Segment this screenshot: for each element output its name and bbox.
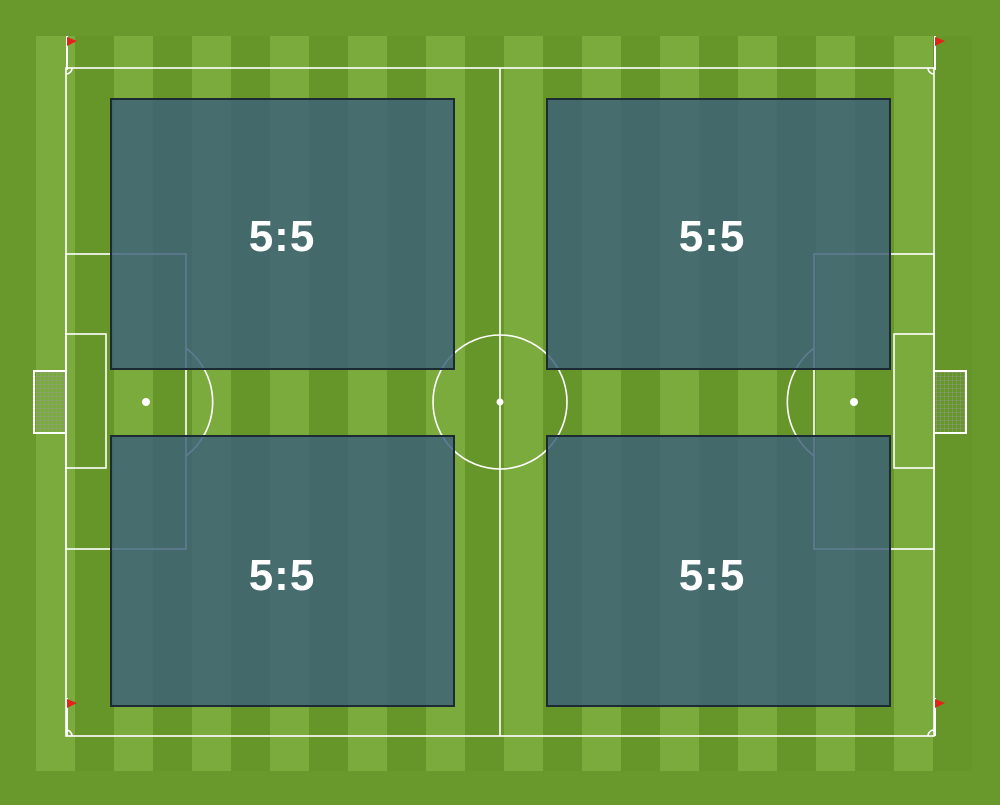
grass-stripe	[75, 36, 115, 771]
corner-arc-top-right	[927, 67, 935, 75]
goal-net-left	[33, 370, 67, 434]
zone-top-right: 5:5	[546, 98, 891, 370]
goal-net-right	[933, 370, 967, 434]
zone-label: 5:5	[249, 551, 316, 600]
grass-stripe	[894, 36, 934, 771]
zone-label: 5:5	[249, 212, 316, 261]
zone-label: 5:5	[679, 551, 746, 600]
corner-arc-top-left	[65, 67, 73, 75]
goal-left	[33, 370, 67, 434]
flag-icon	[66, 36, 77, 70]
goal-right	[933, 370, 967, 434]
penalty-spot-right	[850, 398, 858, 406]
zone-rect	[546, 435, 891, 707]
zone-label: 5:5	[679, 212, 746, 261]
zone-top-left: 5:5	[110, 98, 455, 370]
spots	[142, 398, 858, 406]
zone-bottom-left: 5:5	[110, 435, 455, 707]
zone-rect	[546, 98, 891, 370]
flag-icon	[934, 36, 945, 70]
center-circle	[432, 334, 568, 470]
zone-rect	[110, 435, 455, 707]
penalty-spot-left	[142, 398, 150, 406]
zone-bottom-right: 5:5	[546, 435, 891, 707]
small-sided-zones: 5:5 5:5 5:5 5:5	[110, 98, 891, 707]
corner-arc-bottom-right	[927, 729, 935, 737]
corner-flags	[66, 36, 945, 736]
flag-icon	[66, 698, 77, 736]
flag-icon	[934, 698, 945, 736]
zone-rect	[110, 98, 455, 370]
grass-stripe	[504, 36, 544, 771]
center-spot	[496, 398, 504, 406]
